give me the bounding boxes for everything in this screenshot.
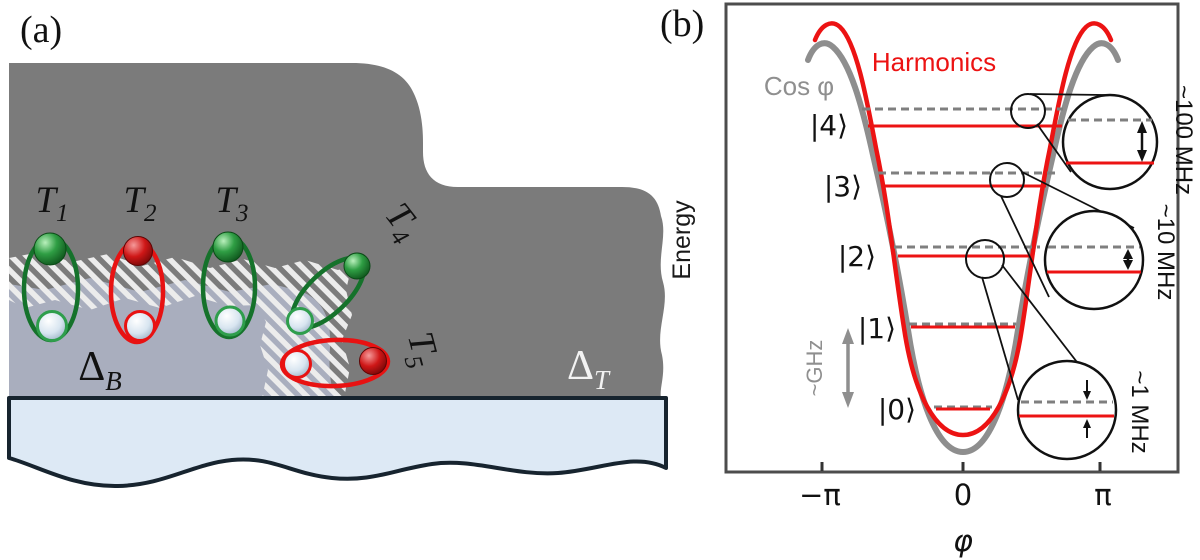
harmonic-energy-levels [868, 124, 1062, 411]
atom-sphere-white [282, 349, 312, 379]
splitting-label-10mhz: ~10 MHz [1152, 204, 1179, 301]
substrate [7, 396, 668, 489]
level-label-2: |2⟩ [838, 240, 876, 273]
tls-defect-5 [279, 337, 391, 389]
level-label-3: |3⟩ [824, 170, 862, 203]
level-label-4: |4⟩ [810, 109, 848, 142]
magnifier-100mhz [1061, 93, 1159, 191]
panel-b: (b) Energy Harmonics Cos φ |4⟩ |3⟩ |2⟩ |… [660, 2, 1197, 559]
panel-b-label: (b) [660, 3, 704, 45]
tls-defect-3 [200, 231, 258, 340]
tls-label-1: T1 [35, 180, 68, 227]
magnifier-10mhz [1043, 209, 1145, 311]
x-tick-label-minus-pi: −π [799, 478, 841, 512]
atom-sphere-green [212, 231, 244, 263]
x-tick-label-zero: 0 [954, 478, 972, 512]
y-axis-label: Energy [668, 200, 696, 280]
level-label-1: |1⟩ [858, 312, 896, 345]
cosine-potential-curve [805, 40, 1121, 456]
level-label-0: |0⟩ [878, 393, 916, 426]
curve-label-harmonics: Harmonics [872, 47, 996, 77]
splitting-label-100mhz: ~100 MHz [1170, 85, 1197, 195]
atom-sphere-green [343, 252, 371, 280]
panel-a: (a) T1 T2 T3 T4 T5 ΔB ΔT [7, 9, 668, 489]
splitting-label-1mhz: ~1 MHz [1126, 370, 1153, 453]
atom-sphere-white [214, 305, 246, 337]
splitting-arrow [1123, 249, 1133, 270]
splitting-arrow [1083, 380, 1091, 438]
x-axis-label: φ [953, 524, 973, 559]
x-tick-label-pi: π [1094, 478, 1111, 512]
tls-defect-4 [286, 252, 371, 335]
tls-label-3: T3 [215, 180, 248, 227]
tls-label-2: T2 [123, 180, 156, 227]
tls-defect-2 [108, 236, 166, 345]
delta-top-label: ΔT [567, 343, 611, 395]
atom-sphere-red [123, 236, 153, 266]
splitting-arrow [1137, 121, 1147, 162]
ghz-spacing-label: ~GHz [802, 340, 827, 397]
cosine-energy-levels [862, 107, 1063, 409]
curve-label-cosine: Cos φ [764, 71, 834, 101]
atom-sphere-white [124, 310, 156, 342]
tls-defect-1 [21, 232, 81, 343]
panel-a-label: (a) [20, 9, 62, 51]
atom-sphere-white [36, 310, 68, 342]
ghz-spacing-arrow [842, 328, 854, 408]
atom-sphere-red [359, 347, 387, 375]
x-axis-ticks [820, 462, 1102, 471]
delta-bulk-label: ΔB [78, 344, 122, 396]
magnifier-source-circles [965, 93, 1046, 279]
interface-hatch-band [9, 252, 352, 398]
atom-sphere-green [33, 232, 67, 266]
magnifier-1mhz [1016, 359, 1118, 461]
atom-sphere-white [286, 307, 314, 335]
harmonic-potential-curve [812, 21, 1114, 438]
